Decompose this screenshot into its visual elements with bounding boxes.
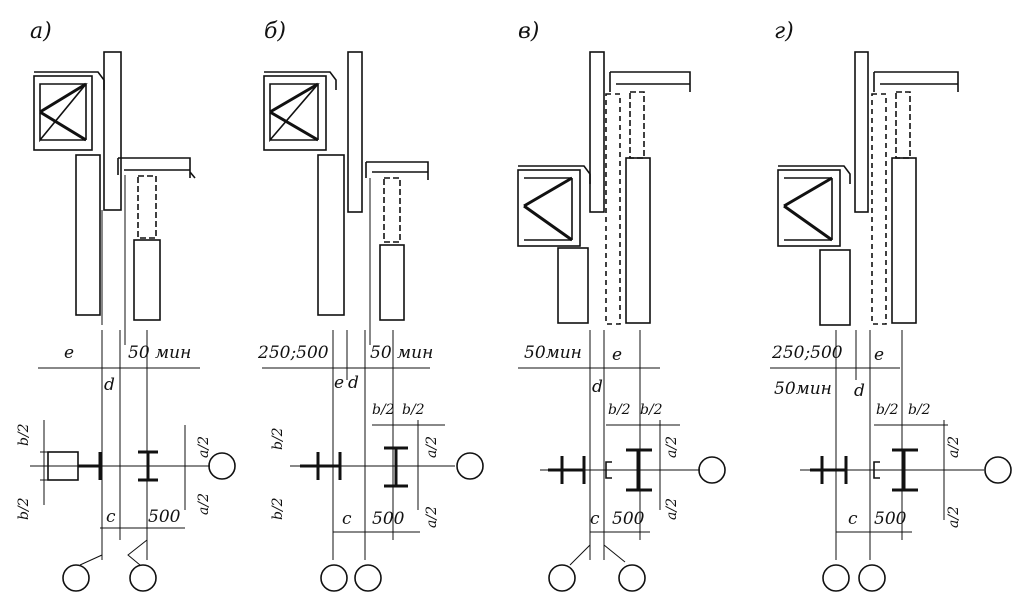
panel-d-label: г) bbox=[774, 19, 794, 44]
panel-c-dim-b2-left: b/2 bbox=[608, 402, 631, 418]
panel-a-dim-b2-top: b/2 bbox=[16, 423, 32, 446]
panel-d-dim-b2-left: b/2 bbox=[876, 402, 899, 418]
panel-c-strut bbox=[629, 91, 645, 159]
panel-d-dim-d: d bbox=[854, 381, 865, 401]
panel-c-hatched-wall bbox=[589, 51, 605, 213]
panel-b-dim-b2-top: b/2 bbox=[270, 427, 286, 450]
panel-d-hatched-wall bbox=[854, 51, 869, 213]
panel-c-axis-marker-right bbox=[698, 456, 726, 484]
panel-a-axis-marker-2 bbox=[129, 564, 157, 592]
panel-c-dim-b2-right: b/2 bbox=[640, 402, 663, 418]
panel-c-dim-a2-top: a/2 bbox=[664, 436, 680, 458]
panel-b-axis-marker-right bbox=[456, 452, 484, 480]
panel-b-dim-a2-bottom: a/2 bbox=[424, 506, 440, 528]
panel-b-dim-250-500: 250;500 bbox=[257, 343, 329, 363]
panel-b-dim-b2-bottom: b/2 bbox=[270, 497, 286, 520]
panel-d-strut bbox=[895, 91, 911, 159]
panel-c-dim-c: c bbox=[590, 509, 600, 529]
panel-d-dim-500: 500 bbox=[874, 509, 907, 529]
panel-b-axis-marker-2 bbox=[354, 564, 382, 592]
panel-b-dim-50min: 50 мин bbox=[370, 343, 433, 363]
panel-d-panel-dashed bbox=[871, 93, 887, 325]
panel-c-panel-dashed bbox=[605, 93, 621, 325]
panel-b-dim-500: 500 bbox=[372, 509, 405, 529]
panel-d-axis-marker-1 bbox=[822, 564, 850, 592]
panel-a-dim-b2-bottom: b/2 bbox=[16, 497, 32, 520]
panel-c-axis-marker-2 bbox=[618, 564, 646, 592]
panel-a-label: а) bbox=[30, 19, 52, 44]
panel-c-dim-e: e bbox=[612, 345, 622, 365]
panel-a-dim-c: c bbox=[106, 507, 116, 527]
panel-b-dim-d: d bbox=[348, 373, 359, 393]
panel-b-column-right bbox=[379, 244, 405, 321]
panel-d-axis-marker-2 bbox=[858, 564, 886, 592]
panel-b: б) 250;500 50 мин e d b/2 b/2 b/2 b/2 a/… bbox=[257, 19, 484, 592]
panel-d-axis-marker-right bbox=[984, 456, 1012, 484]
panel-a-axis-marker-1 bbox=[62, 564, 90, 592]
panel-d-dim-e: e bbox=[874, 345, 884, 365]
panel-c-dim-a2-bottom: a/2 bbox=[664, 498, 680, 520]
panel-b-dim-c: c bbox=[342, 509, 352, 529]
panel-c-truss bbox=[517, 165, 591, 247]
panel-a: а) e 50 мин d b/2 b/2 bbox=[16, 19, 236, 592]
panel-b-dim-b2-right: b/2 bbox=[402, 402, 425, 418]
panel-b-truss bbox=[263, 71, 337, 151]
panel-c-label: в) bbox=[518, 19, 539, 44]
panel-a-dim-d: d bbox=[104, 375, 115, 395]
panel-c-dim-50min: 50мин bbox=[524, 343, 582, 363]
panel-d-dim-50min: 50мин bbox=[774, 379, 832, 399]
panel-b-dim-a2-top: a/2 bbox=[424, 436, 440, 458]
panel-d-truss bbox=[777, 165, 851, 247]
panel-c-axis-marker-1 bbox=[548, 564, 576, 592]
panel-b-dim-e: e bbox=[334, 373, 344, 393]
panel-d-dim-a2-bottom: a/2 bbox=[946, 506, 962, 528]
panel-a-axis-marker-right bbox=[208, 452, 236, 480]
panel-d-dim-a2-top: a/2 bbox=[946, 436, 962, 458]
panel-d-dim-b2-right: b/2 bbox=[908, 402, 931, 418]
panel-c-dim-500: 500 bbox=[612, 509, 645, 529]
panel-a-truss bbox=[33, 71, 105, 151]
panel-b-hatched-wall bbox=[347, 51, 363, 213]
panel-a-hatched-wall bbox=[103, 51, 122, 211]
panel-a-column-right bbox=[133, 239, 161, 321]
panel-a-dim-e: e bbox=[64, 343, 74, 363]
panel-a-dim-a2-bottom: a/2 bbox=[196, 493, 212, 515]
panel-d-dim-250-500: 250;500 bbox=[771, 343, 843, 363]
panel-b-axis-marker-1 bbox=[320, 564, 348, 592]
panel-d-column-right bbox=[891, 157, 917, 324]
panel-b-strut bbox=[383, 177, 401, 243]
panel-a-dim-500: 500 bbox=[148, 507, 181, 527]
panel-a-strut bbox=[137, 175, 157, 239]
panel-a-dim-50min: 50 мин bbox=[128, 343, 191, 363]
panel-c: в) 50мин e d b/2 b/2 a/2 a/2 c 500 bbox=[517, 19, 726, 592]
panel-d-dim-c: c bbox=[848, 509, 858, 529]
panel-b-label: б) bbox=[264, 19, 286, 44]
panel-d: г) 250;500 e 50мин d b/2 b/2 a/2 a/2 bbox=[770, 19, 1012, 592]
panel-c-dim-d: d bbox=[592, 377, 603, 397]
panel-b-dim-b2-left: b/2 bbox=[372, 402, 395, 418]
panel-c-column-right bbox=[625, 157, 651, 324]
panel-c-column-left bbox=[557, 247, 589, 324]
panel-a-dim-a2-top: a/2 bbox=[196, 436, 212, 458]
panel-a-column-left bbox=[75, 154, 101, 316]
panel-b-column-left bbox=[317, 154, 345, 316]
panel-d-column-left bbox=[819, 249, 851, 326]
